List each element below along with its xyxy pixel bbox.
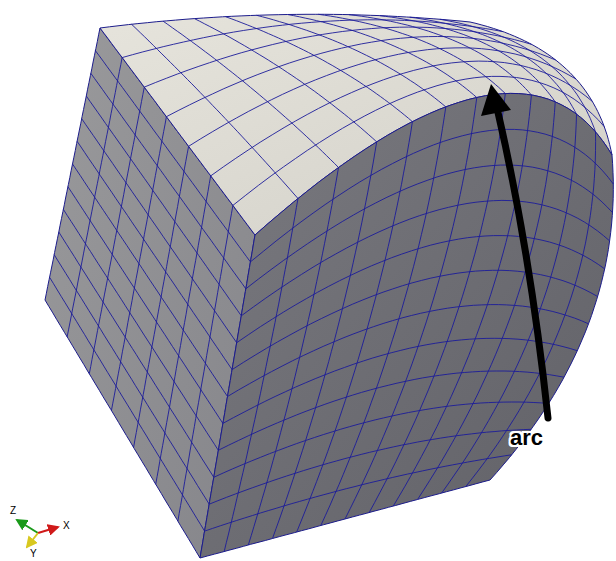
curved-face: [200, 93, 613, 558]
curved-face-grid: [205, 94, 614, 552]
axis-label: X: [63, 521, 70, 531]
axis-label: Y: [30, 549, 37, 559]
axis-label: Z: [10, 506, 16, 516]
curved-face-fill: [200, 93, 613, 558]
mesh-faces: [45, 14, 613, 558]
callout-arrow: [481, 84, 548, 418]
callout-label: arc: [510, 427, 543, 449]
axes-triad: [17, 520, 58, 547]
